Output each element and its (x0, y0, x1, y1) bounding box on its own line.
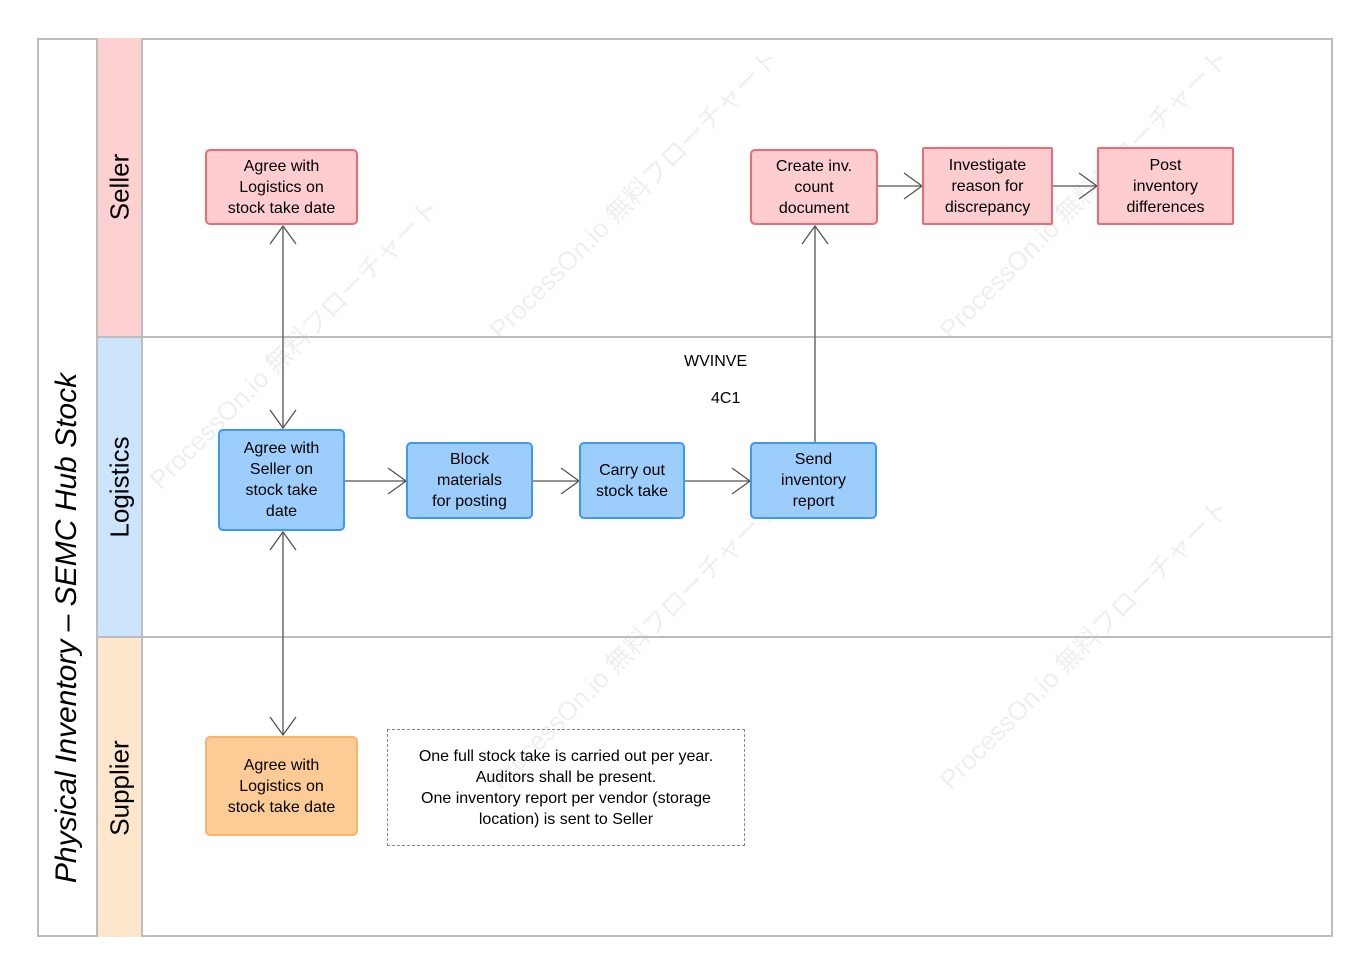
arrowhead-up (801, 224, 829, 245)
lane-seller: Seller (98, 38, 1333, 338)
node-create-count-document[interactable]: Create inv. count document (750, 149, 878, 225)
node-carry-out-stock-take[interactable]: Carry out stock take (579, 442, 685, 519)
node-investigate-discrepancy[interactable]: Investigate reason for discrepancy (922, 147, 1053, 225)
lane-logistics-header: Logistics (98, 338, 143, 636)
node-post-differences[interactable]: Post inventory differences (1097, 147, 1234, 225)
arrowhead-down (269, 716, 297, 737)
node-seller-agree[interactable]: Agree with Logistics on stock take date (205, 149, 358, 225)
node-send-inventory-report[interactable]: Send inventory report (750, 442, 877, 519)
annotation-note: One full stock take is carried out per y… (387, 729, 745, 846)
code-label: 4C1 (711, 390, 741, 407)
lane-logistics: Logistics (98, 338, 1333, 638)
arrowhead-up (269, 530, 297, 551)
pool-title-band (37, 38, 98, 937)
lane-seller-header: Seller (98, 38, 143, 336)
node-supplier-agree[interactable]: Agree with Logistics on stock take date (205, 736, 358, 836)
lane-supplier: Supplier (98, 638, 1333, 937)
node-block-materials[interactable]: Block materials for posting (406, 442, 533, 519)
arrowhead-up (269, 224, 297, 245)
transaction-label: WVINVE (684, 353, 748, 370)
node-logistics-agree[interactable]: Agree with Seller on stock take date (218, 429, 345, 531)
lane-supplier-header: Supplier (98, 638, 143, 937)
arrowhead-down (269, 409, 297, 430)
pool-frame (37, 38, 1333, 937)
